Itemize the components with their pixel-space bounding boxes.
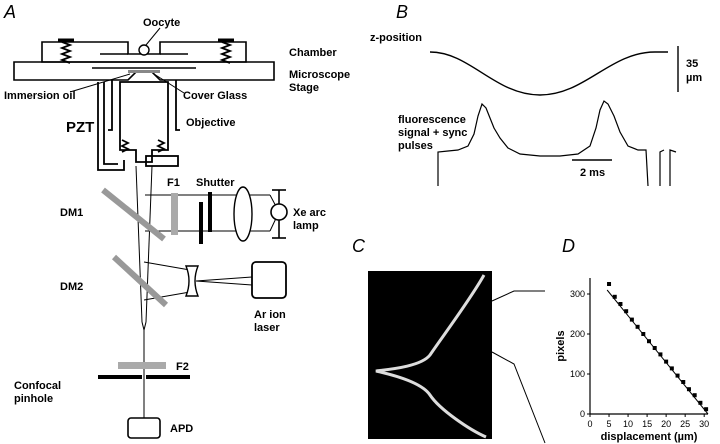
data-point: [612, 294, 617, 299]
confocal-label-2: pinhole: [14, 393, 53, 405]
fluorescence-trace: [437, 100, 677, 187]
shutter: [208, 192, 212, 232]
confocal-label-1: Confocal: [14, 380, 61, 392]
x-tick-label: 30: [699, 419, 709, 429]
chamber-label: Chamber: [289, 47, 337, 59]
ar-laser-label-1: Ar ion: [254, 309, 286, 321]
panel-label-b: B: [396, 2, 408, 22]
data-point: [647, 339, 651, 344]
fluorescence-label-1: fluorescence: [398, 114, 466, 126]
cover-glass-label: Cover Glass: [183, 90, 247, 102]
data-point: [681, 380, 686, 384]
x-tick-label: 0: [587, 419, 592, 429]
shutter-2: [199, 202, 203, 244]
oocyte-icon: [138, 44, 150, 56]
cover-glass: [128, 70, 160, 73]
pzt-label: PZT: [66, 119, 94, 136]
data-point: [629, 317, 634, 322]
data-point: [704, 407, 709, 412]
y-tick-label: 200: [570, 329, 585, 339]
fluorescence-label-3: pulses: [398, 140, 433, 152]
confocal-pinhole-left: [98, 375, 142, 379]
line-scan-trace: [375, 274, 487, 439]
z-position-label: z-position: [370, 32, 422, 44]
filter-f2: [118, 362, 166, 369]
apd-label: APD: [170, 423, 193, 435]
data-point: [624, 309, 629, 314]
screw-left-icon: [58, 38, 74, 64]
dichroic-mirror-2: [111, 254, 169, 308]
filter-f1: [171, 193, 178, 235]
data-point: [664, 359, 669, 364]
xe-lamp-icon: [270, 189, 288, 239]
f1-label: F1: [167, 177, 180, 189]
panel-label-c: C: [352, 236, 366, 256]
data-point: [675, 373, 680, 378]
xe-lens: [233, 186, 253, 242]
f2-label: F2: [176, 361, 189, 373]
y-tick-label: 100: [570, 369, 585, 379]
z-scale-value: 35: [686, 58, 698, 70]
x-tick-label: 15: [642, 419, 652, 429]
data-point: [686, 387, 691, 392]
xe-lamp-label-2: lamp: [293, 220, 319, 232]
data-point: [641, 332, 646, 336]
z-scale-unit: µm: [686, 72, 702, 84]
y-axis-label: pixels: [555, 330, 567, 361]
objective-assembly: [97, 80, 180, 171]
fluorescence-label-2: signal + sync: [398, 127, 467, 139]
ar-laser-icon: [251, 261, 287, 299]
time-scale-label: 2 ms: [580, 167, 605, 179]
objective-label: Objective: [186, 117, 236, 129]
confocal-pinhole-right: [146, 375, 190, 379]
ar-laser-label-2: laser: [254, 322, 280, 334]
data-point: [635, 324, 640, 329]
screw-right-icon: [218, 38, 234, 64]
data-point: [607, 282, 612, 286]
dm1-label: DM1: [60, 207, 83, 219]
x-tick-label: 10: [623, 419, 633, 429]
laser-lens-icon: [184, 265, 200, 297]
x-tick-label: 25: [680, 419, 690, 429]
panel-label-a: A: [3, 2, 16, 22]
oocyte-label: Oocyte: [143, 17, 180, 29]
y-tick-label: 0: [580, 409, 585, 419]
fit-line: [606, 289, 709, 415]
data-point: [658, 352, 663, 357]
immersion-oil-label: Immersion oil: [4, 90, 76, 102]
data-point: [669, 366, 674, 371]
xe-lamp-label-1: Xe arc: [293, 207, 326, 219]
shutter-label: Shutter: [196, 177, 235, 189]
y-tick-label: 300: [570, 289, 585, 299]
microscope-stage-label-2: Stage: [289, 82, 319, 94]
dichroic-mirror-1: [101, 187, 166, 242]
microscope-stage-label-1: Microscope: [289, 69, 350, 81]
dm2-label: DM2: [60, 281, 83, 293]
data-point: [698, 400, 703, 405]
zoom-arrows: [491, 290, 546, 444]
apd-detector-icon: [127, 417, 161, 439]
data-point: [652, 346, 657, 350]
panel-label-d: D: [562, 236, 575, 256]
x-axis-label: displacement (µm): [601, 431, 698, 443]
z-position-trace: [429, 51, 668, 96]
x-tick-label: 20: [661, 419, 671, 429]
data-point: [692, 393, 697, 398]
data-point: [618, 302, 623, 306]
x-tick-label: 5: [607, 419, 612, 429]
